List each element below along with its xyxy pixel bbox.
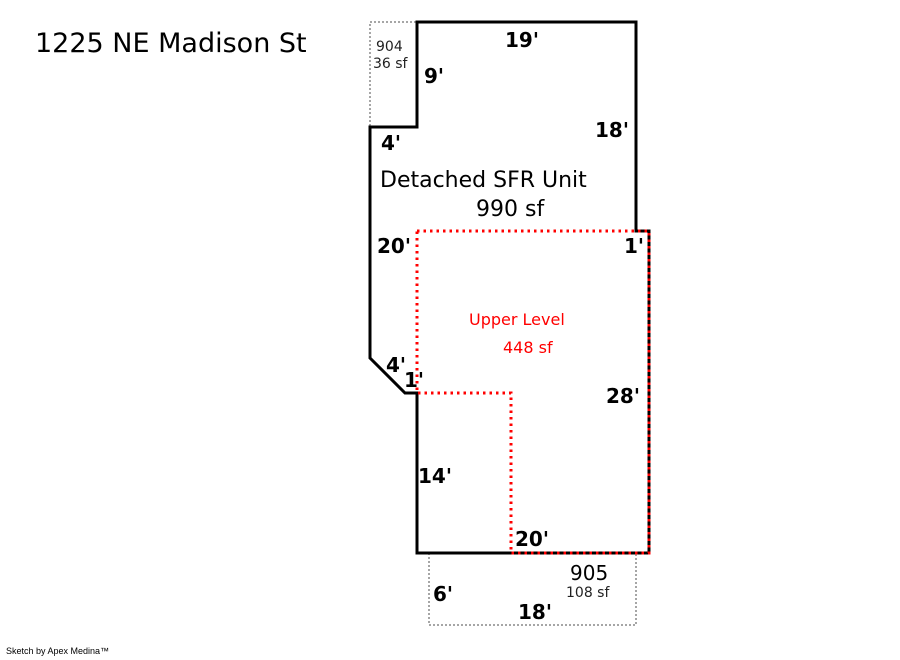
dim-bottom: 20' [515,527,549,551]
dim-left: 20' [377,234,411,258]
addon-905-code: 905 [570,561,608,585]
dim-inner-step: 1' [404,368,424,392]
sketch-credit: Sketch by Apex Medina™ [6,646,110,656]
upper-level-name: Upper Level [469,310,565,329]
addon-904-area: 36 sf [373,56,409,72]
dim-diagonal: 4' [386,353,406,377]
dim-right-upper: 18' [595,118,629,142]
main-area-name: Detached SFR Unit [380,168,587,193]
main-area-size: 990 sf [476,197,545,222]
addon-904-outline [369,21,418,128]
dim-right-lower: 28' [606,384,640,408]
addon-905-outline [428,552,637,626]
property-address-title: 1225 NE Madison St [35,28,307,59]
upper-level-area: 448 sf [503,338,553,357]
dim-right-step: 1' [624,234,644,258]
addon-905-area: 108 sf [566,585,610,601]
dim-left-lower: 14' [418,464,452,488]
dim-addon-bottom: 18' [518,600,552,624]
main-unit-outline [368,20,651,555]
dim-notch-horizontal: 4' [381,131,401,155]
dim-top: 19' [505,28,539,52]
dim-addon-side: 6' [433,582,453,606]
addon-904-code: 904 [376,39,403,55]
dim-notch-vertical: 9' [424,64,444,88]
